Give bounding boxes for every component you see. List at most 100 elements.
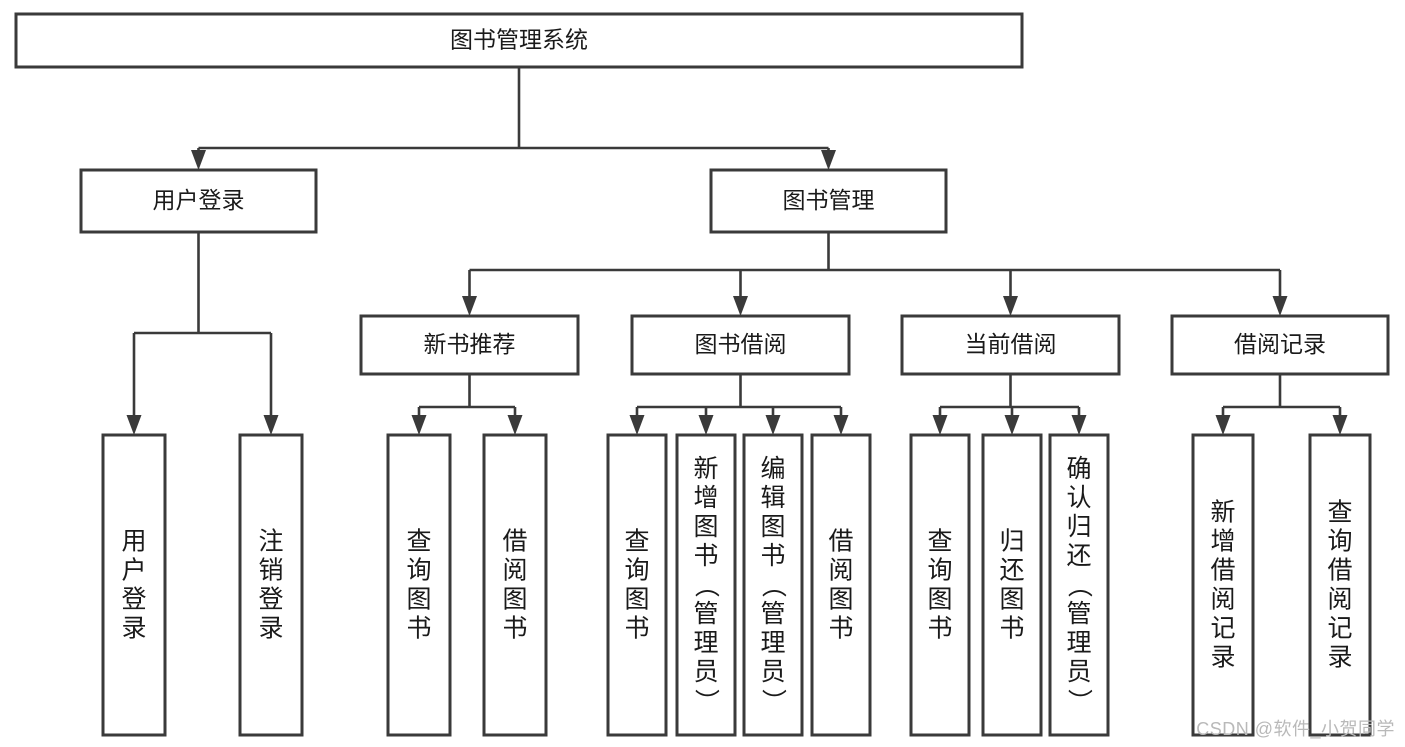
node-box[interactable] xyxy=(1170,314,1390,376)
arrow-head xyxy=(765,415,781,435)
node-label-char: 管 xyxy=(760,600,785,628)
node-box[interactable] xyxy=(675,433,737,737)
node-label-char: 编 xyxy=(760,455,785,483)
node-book-borrow[interactable]: 图书借阅 xyxy=(630,314,851,376)
node-box[interactable] xyxy=(909,433,971,737)
node-label-char: （ xyxy=(759,573,787,598)
node-label-char: 增 xyxy=(1210,528,1235,556)
arrow-head xyxy=(126,415,142,435)
node-box[interactable] xyxy=(1191,433,1255,737)
arrow-head xyxy=(698,415,714,435)
node-label-char: 查 xyxy=(406,528,431,556)
arrow-head xyxy=(1332,415,1348,435)
node-label-char: 记 xyxy=(1327,615,1352,643)
node-borrow-record[interactable]: 借阅记录 xyxy=(1170,314,1390,376)
node-label-char: 录 xyxy=(258,615,283,643)
node-label-char: （ xyxy=(692,573,720,598)
node-box[interactable] xyxy=(1308,433,1372,737)
node-label-char: 登 xyxy=(121,586,146,614)
node-label: 借阅记录 xyxy=(1234,331,1326,357)
node-label-char: 借 xyxy=(828,528,853,556)
node-box[interactable] xyxy=(359,314,580,376)
node-label-char: 确 xyxy=(1066,455,1091,483)
arrow-head xyxy=(629,415,645,435)
node-leaf-user-login[interactable]: 用户登录 xyxy=(101,433,167,737)
node-box[interactable] xyxy=(79,168,318,234)
node-label-char: 阅 xyxy=(502,557,527,585)
node-box[interactable] xyxy=(1048,433,1110,737)
node-label-char: 员 xyxy=(760,658,785,686)
node-label-char: 书 xyxy=(828,615,853,643)
arrow-head xyxy=(1215,415,1231,435)
node-label-char: 书 xyxy=(760,542,785,570)
node-root[interactable]: 图书管理系统 xyxy=(14,12,1024,69)
arrow-head xyxy=(507,415,523,435)
node-label-char: 询 xyxy=(624,557,649,585)
node-label-char: 理 xyxy=(693,629,718,657)
arrow-head xyxy=(833,415,849,435)
node-label-char: 还 xyxy=(1066,542,1091,570)
node-label-char: 书 xyxy=(624,615,649,643)
node-label-char: 书 xyxy=(406,615,431,643)
node-label-char: 书 xyxy=(693,542,718,570)
node-book-manage[interactable]: 图书管理 xyxy=(709,168,948,234)
node-label-char: 销 xyxy=(258,557,283,585)
arrow-head xyxy=(733,296,748,316)
arrow-head xyxy=(1004,415,1020,435)
node-label-char: 书 xyxy=(927,615,952,643)
node-new-book-recommend[interactable]: 新书推荐 xyxy=(359,314,580,376)
node-box[interactable] xyxy=(482,433,548,737)
node-label-char: 图 xyxy=(406,586,431,614)
node-label-char: 户 xyxy=(121,557,146,585)
node-box[interactable] xyxy=(238,433,304,737)
node-label-char: 图 xyxy=(760,513,785,541)
node-label-char: 登 xyxy=(258,586,283,614)
arrow-head xyxy=(1071,415,1087,435)
node-label: 图书管理 xyxy=(783,187,875,213)
node-box[interactable] xyxy=(14,12,1024,69)
node-label: 新书推荐 xyxy=(424,331,516,357)
node-label-char: 新 xyxy=(693,455,718,483)
node-label-char: 阅 xyxy=(1327,586,1352,614)
watermark-text: CSDN @软件_小贺同学 xyxy=(1196,719,1395,739)
node-box[interactable] xyxy=(981,433,1043,737)
node-box[interactable] xyxy=(606,433,668,737)
node-box[interactable] xyxy=(810,433,872,737)
node-label-char: 图 xyxy=(828,586,853,614)
node-box[interactable] xyxy=(742,433,804,737)
node-label-char: 理 xyxy=(1066,629,1091,657)
node-box[interactable] xyxy=(386,433,452,737)
node-label-char: 管 xyxy=(693,600,718,628)
node-label-char: 员 xyxy=(693,658,718,686)
node-label: 图书借阅 xyxy=(695,331,787,357)
node-box[interactable] xyxy=(101,433,167,737)
node-label-char: 借 xyxy=(1327,557,1352,585)
node-label-char: 管 xyxy=(1066,600,1091,628)
node-label-char: 新 xyxy=(1210,499,1235,527)
node-box[interactable] xyxy=(900,314,1121,376)
node-label: 用户登录 xyxy=(153,187,245,213)
node-current-borrow[interactable]: 当前借阅 xyxy=(900,314,1121,376)
node-label-char: 图 xyxy=(927,586,952,614)
node-box[interactable] xyxy=(709,168,948,234)
node-box[interactable] xyxy=(630,314,851,376)
node-user-login[interactable]: 用户登录 xyxy=(79,168,318,234)
node-label-char: 记 xyxy=(1210,615,1235,643)
node-label-char: 图 xyxy=(693,513,718,541)
node-label-char: 查 xyxy=(927,528,952,556)
node-label-char: 借 xyxy=(1210,557,1235,585)
node-label-char: 阅 xyxy=(828,557,853,585)
